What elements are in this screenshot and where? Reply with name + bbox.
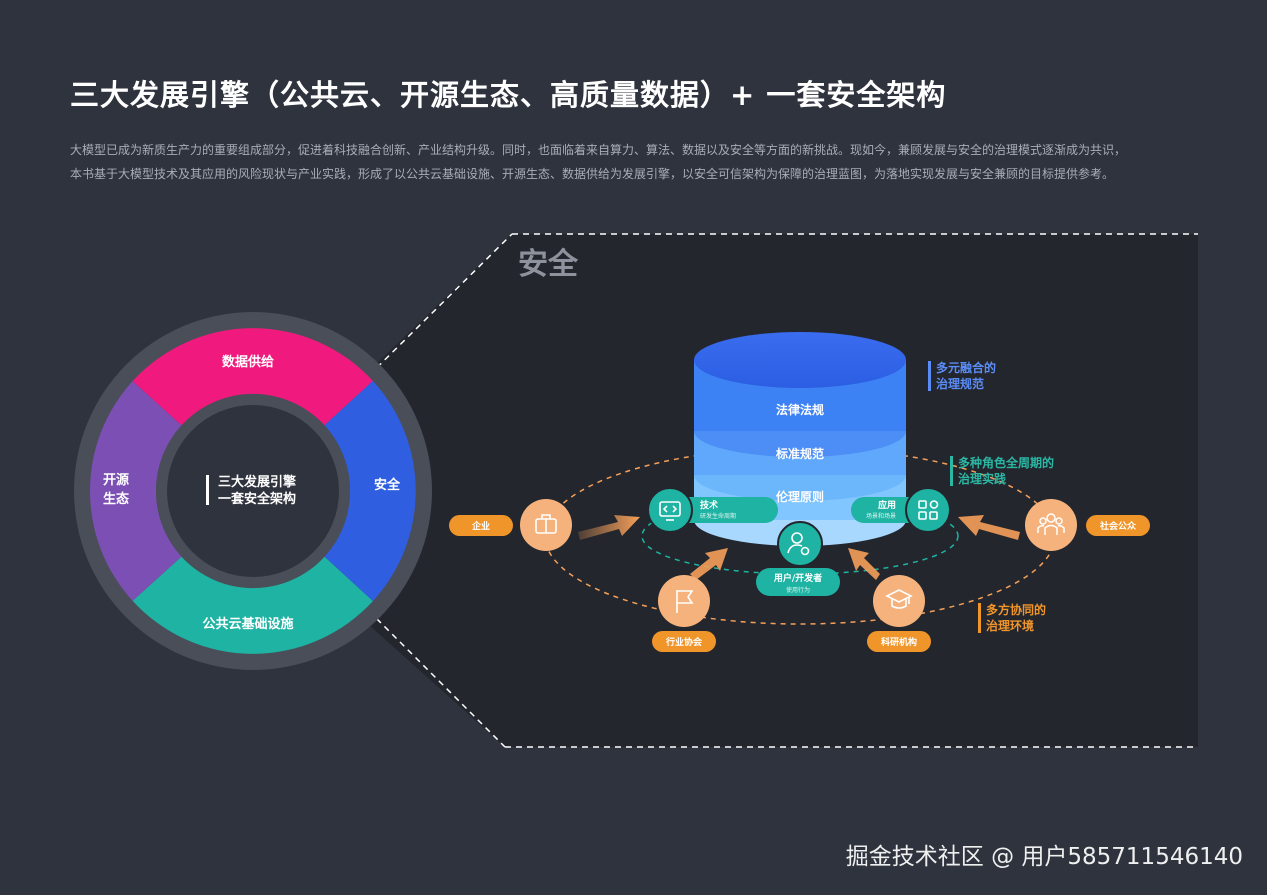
actor-industry-label: 行业协会 bbox=[665, 636, 703, 648]
cylinder-layer-2-label: 标准规范 bbox=[775, 446, 824, 461]
arrow-research bbox=[848, 548, 880, 580]
code-bracket-left bbox=[662, 505, 668, 513]
role-user-sub: 使用行为 bbox=[786, 586, 810, 594]
actor-enterprise-pill bbox=[449, 515, 513, 536]
actor-industry-pill bbox=[652, 631, 716, 652]
role-tech: 技术 研发生命周期 bbox=[647, 487, 778, 533]
actor-public-label: 社会公众 bbox=[1099, 520, 1137, 532]
app-grid-cell-1 bbox=[918, 500, 927, 509]
arrow-industry bbox=[690, 548, 728, 580]
cylinder-top bbox=[694, 332, 906, 388]
note-collab-line-1: 多方协同的 bbox=[986, 602, 1046, 617]
role-user-circle bbox=[777, 521, 823, 567]
note-lifecycle: 多种角色全周期的 治理实践 bbox=[950, 455, 1054, 486]
flag-cloth bbox=[677, 590, 694, 604]
note-lifecycle-bar bbox=[950, 456, 953, 486]
actor-research-label: 科研机构 bbox=[881, 636, 917, 648]
segment-label-open-source-1: 开源 bbox=[103, 472, 129, 488]
role-app: 应用 场景和场景 bbox=[851, 487, 951, 533]
briefcase-handle bbox=[541, 514, 551, 519]
actor-public-pill bbox=[1086, 515, 1150, 536]
actor-industry-assoc: 行业协会 bbox=[652, 575, 716, 652]
inner-orbit bbox=[641, 497, 959, 575]
arrow-public bbox=[958, 515, 1020, 540]
note-multi-governance-bar bbox=[928, 361, 931, 391]
app-grid-cell-2 bbox=[929, 500, 939, 509]
role-tech-pill bbox=[668, 497, 778, 523]
segment-label-data-supply: 数据供给 bbox=[222, 354, 274, 370]
connector-bottom-line bbox=[329, 571, 506, 748]
role-tech-sub: 研发生命周期 bbox=[700, 512, 736, 520]
note-collab: 多方协同的 治理环境 bbox=[978, 602, 1046, 633]
person-right-body bbox=[1057, 525, 1065, 533]
ring-center-line-1: 三大发展引擎 bbox=[218, 474, 296, 490]
ring-center bbox=[167, 405, 339, 577]
connector-top-line bbox=[329, 233, 513, 415]
ring-segment-open-source bbox=[89, 381, 182, 601]
note-lifecycle-line-2: 治理实践 bbox=[958, 471, 1006, 486]
note-lifecycle-line-1: 多种角色全周期的 bbox=[958, 455, 1054, 470]
person-right-head bbox=[1055, 517, 1063, 525]
page-title: 三大发展引擎（公共云、开源生态、高质量数据）+ 一套安全架构 bbox=[70, 78, 947, 112]
cylinder-layer-1-label: 法律法规 bbox=[776, 402, 824, 417]
group-people-icon bbox=[1037, 513, 1065, 535]
note-collab-line-2: 治理环境 bbox=[986, 618, 1034, 633]
security-panel-title: 安全 bbox=[518, 247, 579, 282]
intro-line-1: 大模型已成为新质生产力的重要组成部分，促进着科技融合创新、产业结构升级。同时，也… bbox=[70, 143, 1127, 157]
role-tech-circle bbox=[647, 487, 693, 533]
ring-center-line-2: 一套安全架构 bbox=[218, 491, 296, 507]
segment-label-security: 安全 bbox=[374, 477, 401, 493]
app-grid-cell-4 bbox=[929, 511, 938, 520]
person-left-body bbox=[1037, 525, 1045, 533]
ring-segment-public-cloud bbox=[132, 556, 373, 654]
ring-segment-security bbox=[324, 380, 416, 602]
role-user-label: 用户/开发者 bbox=[773, 572, 822, 584]
role-user-pill bbox=[756, 568, 840, 596]
cap-top bbox=[885, 589, 913, 603]
note-collab-bar bbox=[978, 603, 981, 633]
actor-industry-circle bbox=[658, 575, 710, 627]
watermark: 掘金技术社区 @ 用户585711546140 bbox=[845, 844, 1243, 870]
briefcase-icon bbox=[535, 514, 557, 534]
ring-center-bar bbox=[206, 475, 209, 505]
flag-icon bbox=[676, 590, 694, 613]
user-head bbox=[791, 532, 803, 544]
person-center-head bbox=[1046, 513, 1056, 523]
role-app-label: 应用 bbox=[878, 499, 896, 511]
actor-research-circle bbox=[873, 575, 925, 627]
role-app-circle bbox=[905, 487, 951, 533]
monitor-code-icon bbox=[659, 501, 681, 521]
person-left-head bbox=[1039, 517, 1047, 525]
user-gear bbox=[800, 546, 810, 556]
user-body bbox=[787, 544, 803, 554]
monitor-screen bbox=[659, 501, 681, 517]
intro-line-2: 本书基于大模型技术及其应用的风险现状与产业实践，形成了以公共云基础设施、开源生态… bbox=[70, 167, 1115, 181]
role-user: 用户/开发者 使用行为 bbox=[756, 521, 840, 596]
note-multi-governance-line-1: 多元融合的 bbox=[936, 360, 996, 375]
actor-enterprise: 企业 bbox=[449, 499, 572, 551]
actor-research: 科研机构 bbox=[867, 575, 931, 652]
intro-text: 大模型已成为新质生产力的重要组成部分，促进着科技融合创新、产业结构升级。同时，也… bbox=[70, 138, 1210, 186]
cylinder-layer-3-label: 伦理原则 bbox=[776, 489, 824, 504]
segment-label-public-cloud: 公共云基础设施 bbox=[202, 616, 293, 632]
app-grid-icon bbox=[918, 500, 939, 520]
graduation-cap-icon bbox=[885, 589, 913, 609]
app-grid-cell-3 bbox=[918, 511, 927, 520]
user-gear-icon bbox=[787, 532, 810, 556]
arrow-enterprise bbox=[578, 515, 640, 540]
person-center-body bbox=[1044, 524, 1058, 535]
role-tech-label: 技术 bbox=[700, 499, 718, 511]
segment-label-open-source-2: 生态 bbox=[103, 491, 129, 507]
note-multi-governance: 多元融合的 治理规范 bbox=[928, 360, 996, 391]
role-app-sub: 场景和场景 bbox=[866, 512, 896, 520]
actor-public: 社会公众 bbox=[1025, 499, 1150, 551]
actor-research-pill bbox=[867, 631, 931, 652]
cap-base bbox=[891, 599, 907, 609]
code-bracket-right bbox=[672, 505, 678, 513]
ring-segment-data-supply bbox=[132, 328, 373, 426]
engine-ring: 三大发展引擎 一套安全架构 数据供给 安全 开源 生态 公共云基础设施 bbox=[74, 312, 432, 670]
actor-enterprise-label: 企业 bbox=[471, 520, 490, 532]
note-multi-governance-line-2: 治理规范 bbox=[936, 376, 984, 391]
